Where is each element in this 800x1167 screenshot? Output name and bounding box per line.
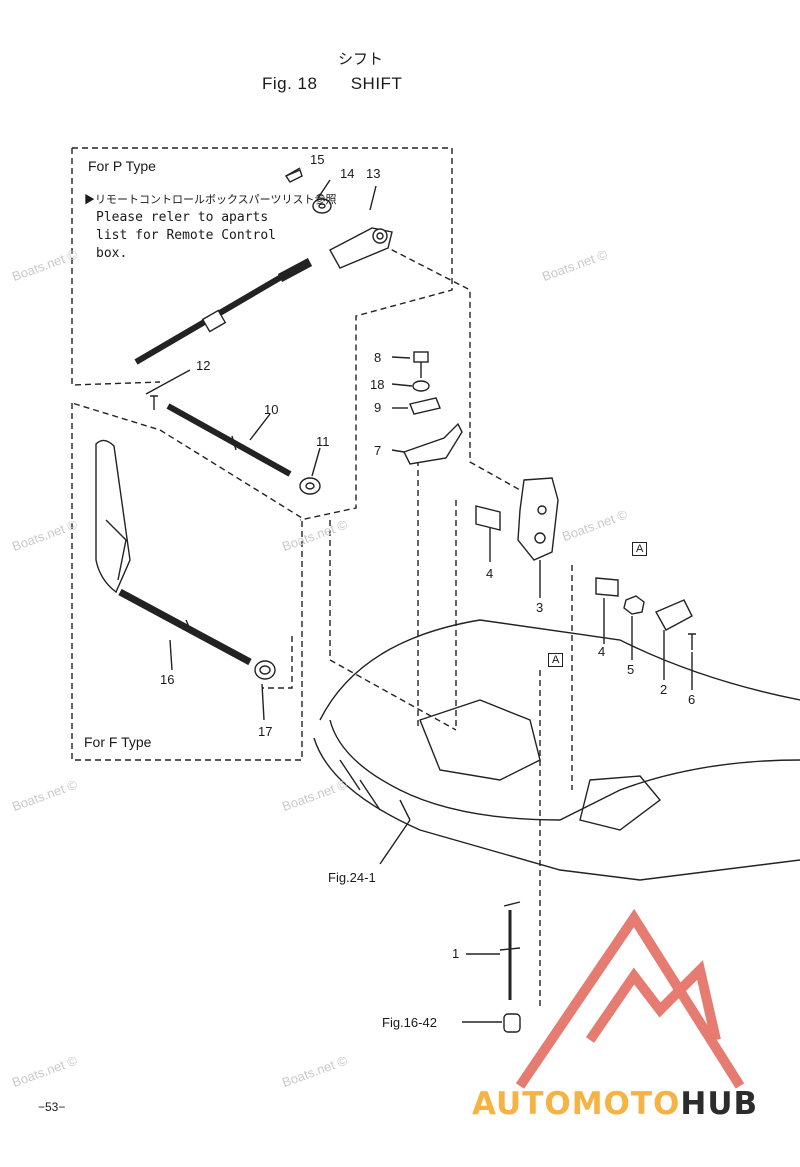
callout-5: 5 <box>627 662 635 677</box>
callout-3: 3 <box>536 600 544 615</box>
f-type-box <box>71 402 303 761</box>
p-type-label: For P Type <box>88 158 156 174</box>
callout-14: 14 <box>340 166 355 181</box>
callout-8: 8 <box>374 350 382 365</box>
figure-label: Fig. 18 <box>262 74 318 93</box>
callout-12: 12 <box>196 358 211 373</box>
note-japanese-text: リモートコントロールボックスパーツリスト参照 <box>95 194 337 206</box>
note-japanese: ▶リモートコントロールボックスパーツリスト参照 <box>84 194 337 206</box>
note-line-3: box. <box>96 246 128 261</box>
note-line-2: list for Remote Control <box>96 228 277 243</box>
callout-16: 16 <box>160 672 175 687</box>
f-type-label: For F Type <box>84 734 152 750</box>
callout-4a: 4 <box>486 566 494 581</box>
logo-part-1: AUTOMOTO <box>472 1086 681 1122</box>
automotohub-logo: AUTOMOTOHUB <box>472 1086 758 1122</box>
lower-cowling <box>313 619 800 881</box>
callout-9: 9 <box>374 400 382 415</box>
ref-box-a-2: A <box>548 653 564 667</box>
part-10-rod <box>166 403 292 477</box>
logo-part-2: HUB <box>680 1086 759 1122</box>
page-number: −53− <box>38 1100 66 1114</box>
callout-4b: 4 <box>598 644 606 659</box>
callout-18: 18 <box>370 377 385 392</box>
ref-fig-24-1: Fig.24-1 <box>328 870 376 885</box>
automotohub-logo-mark <box>515 908 745 1089</box>
callout-2: 2 <box>660 682 668 697</box>
callout-11: 11 <box>316 434 330 449</box>
callout-13: 13 <box>366 166 381 181</box>
figure-name: SHIFT <box>350 74 403 93</box>
callout-1: 1 <box>452 946 460 961</box>
title-japanese: シフト <box>338 51 384 68</box>
part-16-handle <box>95 439 131 594</box>
note-line-1: Please reler to aparts <box>96 210 269 225</box>
callout-10: 10 <box>264 402 279 417</box>
callout-15: 15 <box>310 152 325 167</box>
ref-box-a-1: A <box>632 542 648 556</box>
part-3-lever <box>517 477 559 561</box>
p-type-box <box>72 147 453 521</box>
ref-fig-16-42: Fig.16-42 <box>382 1015 437 1030</box>
callout-6: 6 <box>688 692 696 707</box>
callout-17: 17 <box>258 724 273 739</box>
callout-7: 7 <box>374 443 382 458</box>
figure-title: Fig. 18 SHIFT <box>262 74 402 94</box>
